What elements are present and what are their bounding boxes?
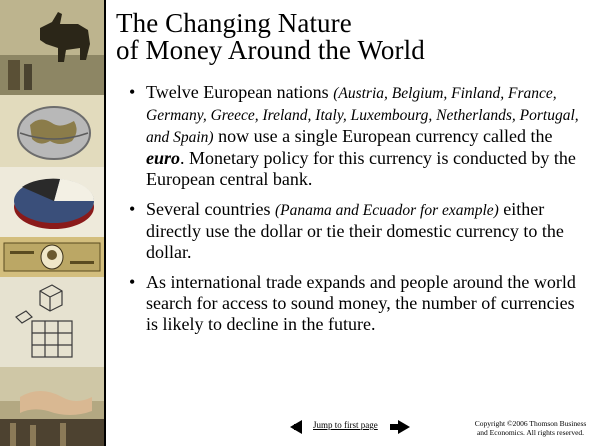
bullet-text: Twelve European nations xyxy=(146,82,334,102)
jump-to-first-page-link[interactable]: Jump to first page xyxy=(313,420,378,430)
bullet-marker: • xyxy=(129,272,136,292)
bull-image xyxy=(0,0,104,95)
bullet-text: As international trade expands and peopl… xyxy=(146,272,576,334)
left-arrow-icon[interactable] xyxy=(290,420,302,434)
copyright-notice: Copyright ©2006 Thomson Business and Eco… xyxy=(474,419,587,437)
bullet-text: either directly use the dollar or tie th… xyxy=(146,199,564,262)
pie-chart-image xyxy=(0,167,104,237)
globe-image xyxy=(0,95,104,167)
bullet-item-trade: • As international trade expands and peo… xyxy=(129,272,581,335)
bullet-marker: • xyxy=(129,82,136,102)
footer-navigation: Jump to first page xyxy=(290,418,450,434)
slide-title: The Changing Nature of Money Around the … xyxy=(116,10,425,64)
handshake-image xyxy=(0,367,104,446)
bullet-text: Several countries xyxy=(146,199,275,219)
title-line-2: of Money Around the World xyxy=(116,35,425,65)
divider-line xyxy=(104,0,106,446)
title-line-1: The Changing Nature xyxy=(116,8,352,38)
decorative-image-strip xyxy=(0,0,104,446)
bullet-item-dollar: • Several countries (Panama and Ecuador … xyxy=(129,199,581,263)
bullet-italic-text: (Austria, Belgium, Finland, France, Germ… xyxy=(146,85,579,146)
bullet-list: • Twelve European nations (Austria, Belg… xyxy=(129,82,581,344)
bullet-text: now use a single European currency calle… xyxy=(213,126,553,146)
right-arrow-icon[interactable] xyxy=(390,420,410,434)
banknote-image xyxy=(0,237,104,277)
bullet-marker: • xyxy=(129,199,136,219)
building-grid-image xyxy=(0,277,104,367)
euro-term: euro xyxy=(146,148,181,168)
bullet-text: . Monetary policy for this currency is c… xyxy=(146,148,576,189)
bullet-item-euro: • Twelve European nations (Austria, Belg… xyxy=(129,82,581,190)
bullet-italic-text: (Panama and Ecuador for example) xyxy=(274,202,499,219)
